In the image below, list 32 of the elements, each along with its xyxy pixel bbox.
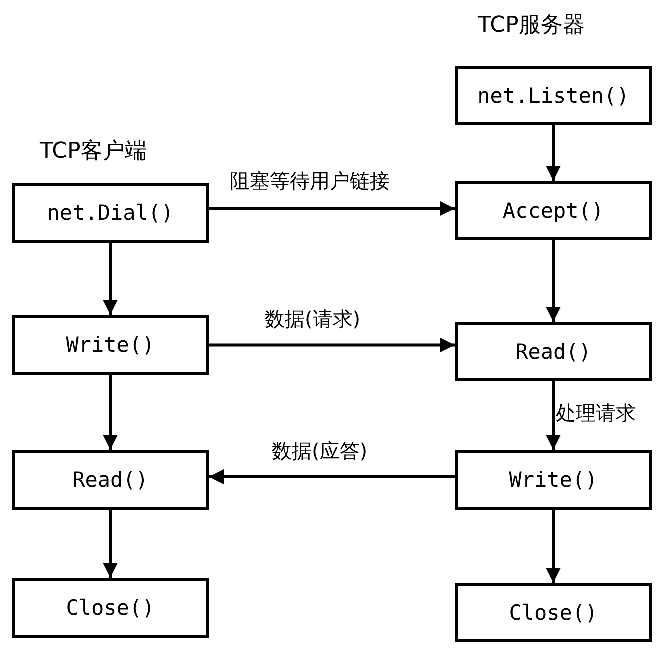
- function-name: Read(): [72, 468, 148, 492]
- arrow: [546, 125, 561, 181]
- process-box: [455, 450, 652, 510]
- function-name: Write(): [509, 468, 598, 492]
- function-name: Write(): [66, 333, 155, 357]
- process-box: [455, 583, 652, 642]
- function-name: Close(): [509, 600, 598, 624]
- function-name: Read(): [516, 340, 592, 364]
- arrow: [209, 338, 455, 353]
- function-name: net.Listen(): [478, 84, 630, 108]
- process-box: [455, 181, 652, 240]
- process-box: [12, 315, 209, 375]
- process-box: [455, 322, 652, 381]
- arrow: [209, 201, 455, 216]
- arrow: [103, 243, 118, 315]
- process-box: [12, 578, 209, 638]
- process-box: [12, 450, 209, 510]
- edge-label: 数据(请求): [265, 308, 361, 330]
- edge-label: 阻塞等待用户链接: [230, 170, 390, 192]
- arrow: [103, 510, 118, 578]
- arrow: [546, 510, 561, 583]
- function-name: Accept(): [502, 198, 604, 222]
- function-name: net.Dial(): [47, 201, 174, 225]
- edge-label: 数据(应答): [272, 440, 368, 462]
- arrow: [546, 240, 561, 322]
- process-box: [455, 66, 652, 125]
- function-name: Close(): [66, 596, 155, 620]
- edge-label: 处理请求: [556, 402, 636, 424]
- arrow: [103, 375, 118, 450]
- process-box: [12, 183, 209, 243]
- arrow: [209, 470, 455, 484]
- arrow: [546, 381, 561, 450]
